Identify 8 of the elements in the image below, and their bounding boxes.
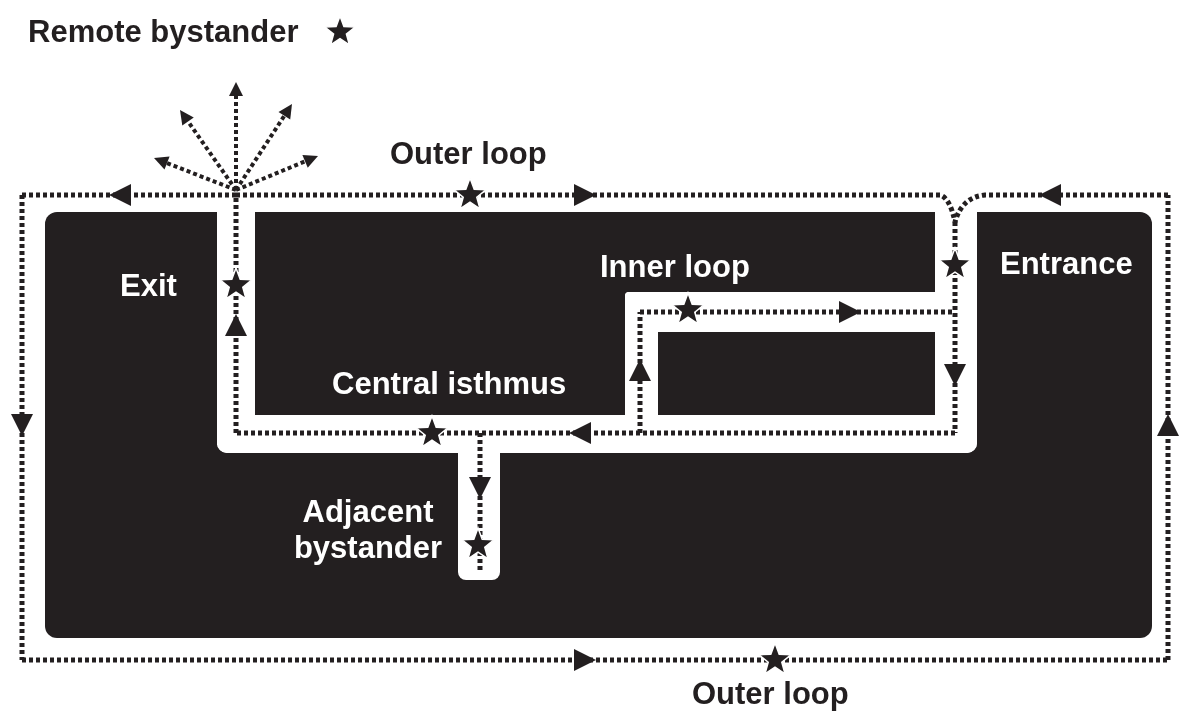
- area-label: Exit: [120, 268, 177, 304]
- area-label: Central isthmus: [332, 366, 567, 402]
- area-label: Inner loop: [600, 249, 750, 285]
- area-label: Adjacent bystander: [292, 494, 444, 566]
- area-label: Outer loop: [390, 136, 547, 172]
- area-label: Remote bystander: [28, 14, 299, 50]
- area-label: Outer loop: [692, 676, 849, 712]
- area-label: Entrance: [1000, 246, 1133, 282]
